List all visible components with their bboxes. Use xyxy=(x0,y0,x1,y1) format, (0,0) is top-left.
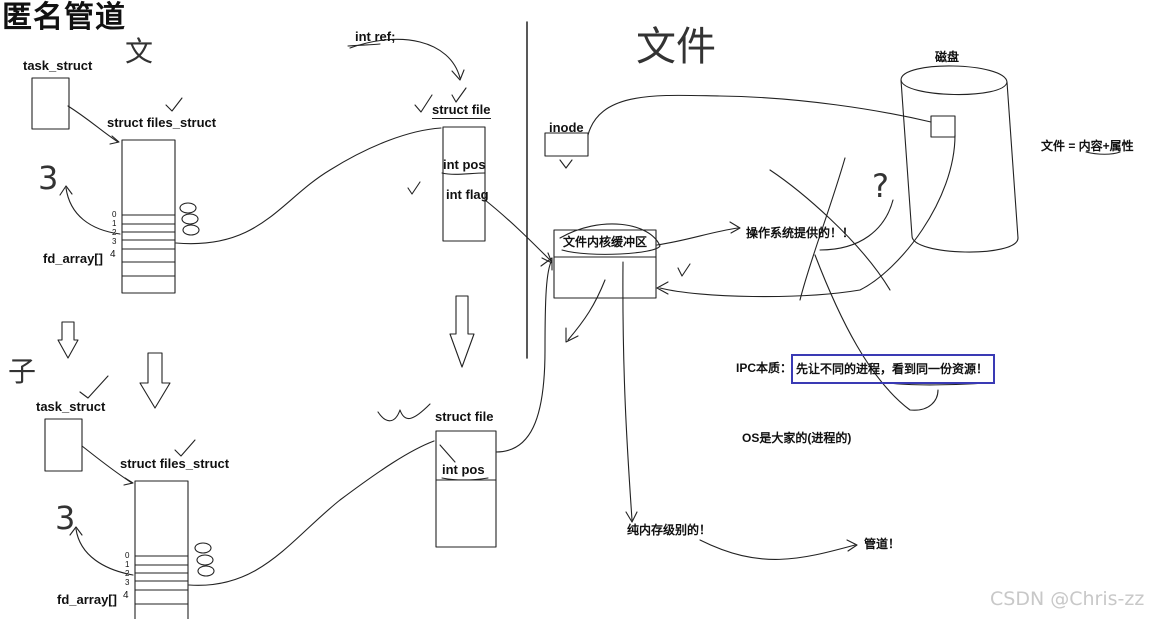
child-fd-index-4: 4 xyxy=(123,590,129,601)
child-task-struct-box xyxy=(44,418,83,472)
child-fd-array-label: fd_array[] xyxy=(57,592,117,607)
child-fd2-mark xyxy=(197,565,215,577)
handwriting-three-top: 3 xyxy=(38,159,59,197)
cross-stroke-3 xyxy=(814,254,939,411)
buffer-to-memory-line xyxy=(622,261,633,521)
cross-stroke-1 xyxy=(769,169,891,291)
file-to-buffer-link xyxy=(484,199,553,263)
pipe-label: 管道！ xyxy=(864,537,901,551)
bottom-struct-file-box xyxy=(435,430,497,548)
top-flag-label: int flag xyxy=(446,187,489,202)
down-arrow-center xyxy=(449,295,475,368)
memory-level-label: 纯内存级别的！ xyxy=(627,523,712,537)
child-fd-rows xyxy=(134,555,189,605)
child-fd-index-3: 3 xyxy=(125,578,130,587)
kernel-buffer-box xyxy=(553,229,657,299)
ipc-highlight-box xyxy=(791,354,995,384)
top-pos-label: int pos xyxy=(443,157,486,172)
os-to-disk-curve xyxy=(819,199,894,251)
disk-sector-box xyxy=(930,115,956,138)
child-fd-index-2: 2 xyxy=(125,569,130,578)
handwriting-three-bottom: 3 xyxy=(55,499,76,537)
top-struct-file-box xyxy=(442,126,486,242)
ipc-text: 先让不同的进程，看到同一份资源！ xyxy=(796,362,989,376)
kernel-buffer-scribble xyxy=(559,223,661,255)
child-fd-table xyxy=(134,480,189,619)
parent-fd0-mark xyxy=(179,202,197,214)
child-fd-back-arrow xyxy=(75,528,134,576)
inode-label: inode xyxy=(549,120,584,135)
parent-fd-index-4: 4 xyxy=(110,249,116,260)
parent-fd-to-file-link xyxy=(175,127,442,245)
bottom-pos-label: int pos xyxy=(442,462,485,477)
child-fd-index-1: 1 xyxy=(125,560,130,569)
parent-fd-index-2: 2 xyxy=(112,228,117,237)
handwriting-wenjian: 文件 xyxy=(636,24,716,70)
parent-fd-index-1: 1 xyxy=(112,219,117,228)
parent-task-to-files-link xyxy=(67,105,119,143)
ref-to-file-arrow xyxy=(349,38,461,79)
bottom-struct-file-label: struct file xyxy=(435,409,494,424)
child-fd0-mark xyxy=(194,542,212,554)
parent-fd-index-0: 0 xyxy=(112,210,117,219)
child-fd-to-file-link xyxy=(188,440,435,586)
parent-task-struct-label: task_struct xyxy=(23,58,93,73)
parent-fd-rows xyxy=(121,214,176,277)
file-definition-label: 文件 = 内容+属性 xyxy=(1041,139,1134,153)
parent-fd-back-arrow xyxy=(65,187,121,235)
csdn-watermark: CSDN @Chris-zz xyxy=(990,588,1145,610)
disk-label: 磁盘 xyxy=(935,50,960,64)
handwriting-zi: 子 xyxy=(8,355,37,388)
cross-stroke-2 xyxy=(799,157,846,301)
inode-to-disk-link xyxy=(587,94,932,136)
parent-fd-index-3: 3 xyxy=(112,237,117,246)
check-mark xyxy=(165,97,183,112)
top-struct-file-label: struct file xyxy=(432,102,491,119)
parent-files-struct-label: struct files_struct xyxy=(107,115,217,130)
child-files-struct-label: struct files_struct xyxy=(120,456,230,471)
kernel-buffer-label: 文件内核缓冲区 xyxy=(563,235,648,249)
disk-to-buffer-link xyxy=(659,134,956,298)
down-arrow-small xyxy=(57,321,79,359)
parent-fd1-mark xyxy=(181,213,199,225)
buffer-down-left-arrow xyxy=(567,279,606,341)
child-fd-index-0: 0 xyxy=(125,551,130,560)
memory-to-pipe-arrow xyxy=(699,539,856,560)
inode-box xyxy=(544,132,589,157)
parent-fd-table xyxy=(121,139,176,294)
ref-label: int ref; xyxy=(355,29,396,44)
handwriting-wen: 文 xyxy=(125,35,154,68)
parent-task-struct-box xyxy=(31,77,70,130)
os-shared-label: OS是大家的(进程的) xyxy=(742,431,852,445)
os-provides-label: 操作系统提供的！！ xyxy=(746,226,855,240)
disk-cylinder xyxy=(900,65,1019,253)
parent-fd2-mark xyxy=(182,224,200,236)
child-fd1-mark xyxy=(196,554,214,566)
buffer-to-os-arrow xyxy=(656,227,739,246)
ipc-label: IPC本质： xyxy=(736,361,793,375)
down-arrow-large xyxy=(139,352,171,409)
bottom-file-to-buffer-link xyxy=(495,259,553,453)
page-title: 匿名管道 xyxy=(2,1,126,34)
parent-fd-array-label: fd_array[] xyxy=(43,251,103,266)
child-task-struct-label: task_struct xyxy=(36,399,106,414)
handwriting-question: ? xyxy=(872,167,889,205)
